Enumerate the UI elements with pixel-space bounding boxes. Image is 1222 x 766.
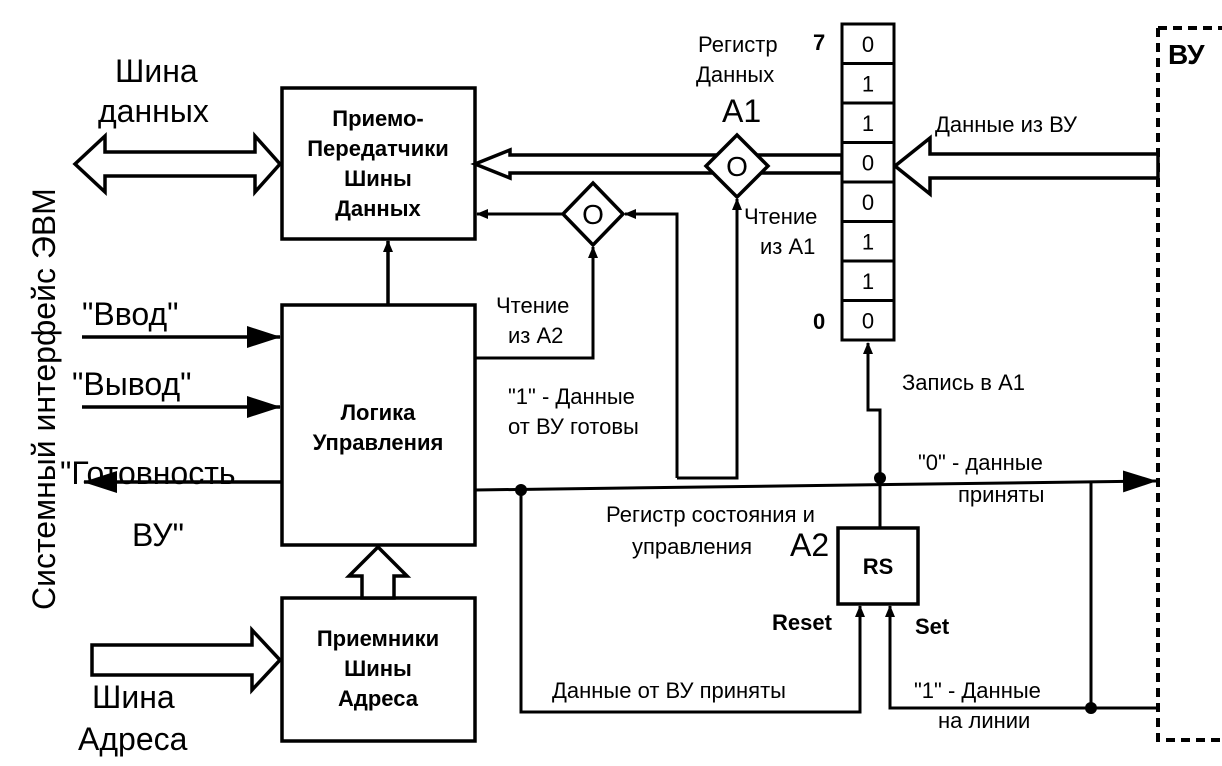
register-bit-value: 1 bbox=[862, 71, 874, 96]
register-to-transceivers-arrow bbox=[470, 147, 844, 181]
device-box: ВУ bbox=[1156, 26, 1222, 742]
data-bus-label-2: данных bbox=[98, 93, 209, 129]
device-to-register-arrow bbox=[892, 134, 1160, 198]
read-a2-line bbox=[475, 246, 598, 360]
register-bit-value: 0 bbox=[862, 32, 874, 57]
data-register-lsb-label: 0 bbox=[813, 309, 825, 334]
register-bit-2: 1 bbox=[840, 220, 896, 263]
read-a1-label-2: из А1 bbox=[760, 234, 815, 259]
ready-signal-label-1: "Готовность bbox=[60, 455, 236, 491]
status-register-title-2: управления bbox=[632, 534, 752, 559]
rs-flip-flop: RS bbox=[836, 526, 920, 606]
register-bit-value: 0 bbox=[862, 190, 874, 215]
set-label: Set bbox=[915, 614, 950, 639]
register-bit-value: 1 bbox=[862, 111, 874, 136]
address-receivers-line-1: Приемники bbox=[317, 626, 439, 651]
read-a2-label-2: из А2 bbox=[508, 323, 563, 348]
gate-a1-symbol: O bbox=[726, 151, 748, 182]
ready-signal-label-2: ВУ" bbox=[132, 517, 184, 553]
data-register-title-1: Регистр bbox=[698, 32, 778, 57]
register-bit-7: 0 bbox=[840, 22, 896, 65]
output-signal-label: "Вывод" bbox=[72, 366, 191, 402]
gate-a1: O bbox=[703, 132, 771, 200]
data-bus-arrow bbox=[72, 131, 283, 197]
address-bus-label-1: Шина bbox=[92, 679, 175, 715]
transceivers-line-4: Данных bbox=[335, 196, 421, 221]
write-a1-label: Запись в А1 bbox=[902, 370, 1025, 395]
address-receivers-block: Приемники Шины Адреса bbox=[280, 596, 477, 743]
data-register-name: А1 bbox=[722, 93, 761, 129]
gate-a2: O bbox=[560, 180, 626, 248]
register-bit-value: 0 bbox=[862, 150, 874, 175]
junction-right bbox=[1085, 702, 1097, 714]
transceivers-line-2: Передатчики bbox=[307, 136, 449, 161]
data-accepted-line bbox=[519, 490, 865, 714]
register-bit-5: 1 bbox=[840, 101, 896, 144]
address-bus-label-2: Адреса bbox=[78, 721, 188, 757]
gate-a2-symbol: O bbox=[582, 199, 604, 230]
data-accepted-zero-label-1: "0" - данные bbox=[918, 450, 1043, 475]
read-a1-label-1: Чтение bbox=[744, 204, 817, 229]
data-ready-label-1: "1" - Данные bbox=[508, 384, 635, 409]
address-bus-arrow bbox=[90, 625, 283, 695]
data-on-line-path bbox=[885, 605, 1156, 710]
data-accepted-label: Данные от ВУ приняты bbox=[552, 678, 786, 703]
register-bit-6: 1 bbox=[840, 62, 896, 105]
register-bit-value: 0 bbox=[862, 308, 874, 333]
control-logic-block: Логика Управления bbox=[280, 303, 477, 547]
data-accepted-zero-line bbox=[474, 470, 1157, 493]
write-a1-line bbox=[863, 342, 882, 478]
control-logic-line-1: Логика bbox=[341, 400, 417, 425]
read-a1-line bbox=[677, 198, 742, 480]
register-bit-0: 0 bbox=[840, 299, 896, 342]
data-ready-label-2: от ВУ готовы bbox=[508, 414, 639, 439]
transceivers-block: Приемо- Передатчики Шины Данных bbox=[280, 86, 477, 241]
register-bit-value: 1 bbox=[862, 269, 874, 294]
address-receivers-line-3: Адреса bbox=[338, 686, 419, 711]
status-register-title-1: Регистр состояния и bbox=[606, 502, 815, 527]
system-interface-label: Системный интерфейс ЭВМ bbox=[26, 188, 62, 610]
input-signal-label: "Ввод" bbox=[82, 296, 178, 332]
reset-label: Reset bbox=[772, 610, 833, 635]
register-bit-1: 1 bbox=[840, 259, 896, 302]
read-a2-label-1: Чтение bbox=[496, 293, 569, 318]
address-receivers-line-2: Шины bbox=[344, 656, 412, 681]
device-label: ВУ bbox=[1168, 39, 1205, 70]
data-from-device-label: Данные из ВУ bbox=[935, 112, 1078, 137]
data-register-msb-label: 7 bbox=[813, 30, 825, 55]
data-ready-line bbox=[624, 209, 679, 478]
transceivers-line-3: Шины bbox=[344, 166, 412, 191]
data-bus-label-1: Шина bbox=[115, 53, 198, 89]
register-bit-value: 1 bbox=[862, 229, 874, 254]
status-register-name: А2 bbox=[790, 527, 829, 563]
control-logic-line-2: Управления bbox=[313, 430, 444, 455]
data-register-title-2: Данных bbox=[696, 62, 774, 87]
register-bit-4: 0 bbox=[840, 141, 896, 184]
data-on-line-label-1: "1" - Данные bbox=[914, 678, 1041, 703]
data-register: 0 1 1 0 0 1 1 0 bbox=[840, 22, 896, 342]
rs-label: RS bbox=[863, 554, 894, 579]
address-to-logic-arrow bbox=[344, 544, 412, 600]
register-bit-3: 0 bbox=[840, 180, 896, 223]
data-accepted-zero-label-2: приняты bbox=[958, 482, 1044, 507]
transceivers-line-1: Приемо- bbox=[332, 106, 423, 131]
data-on-line-label-2: на линии bbox=[938, 708, 1030, 733]
